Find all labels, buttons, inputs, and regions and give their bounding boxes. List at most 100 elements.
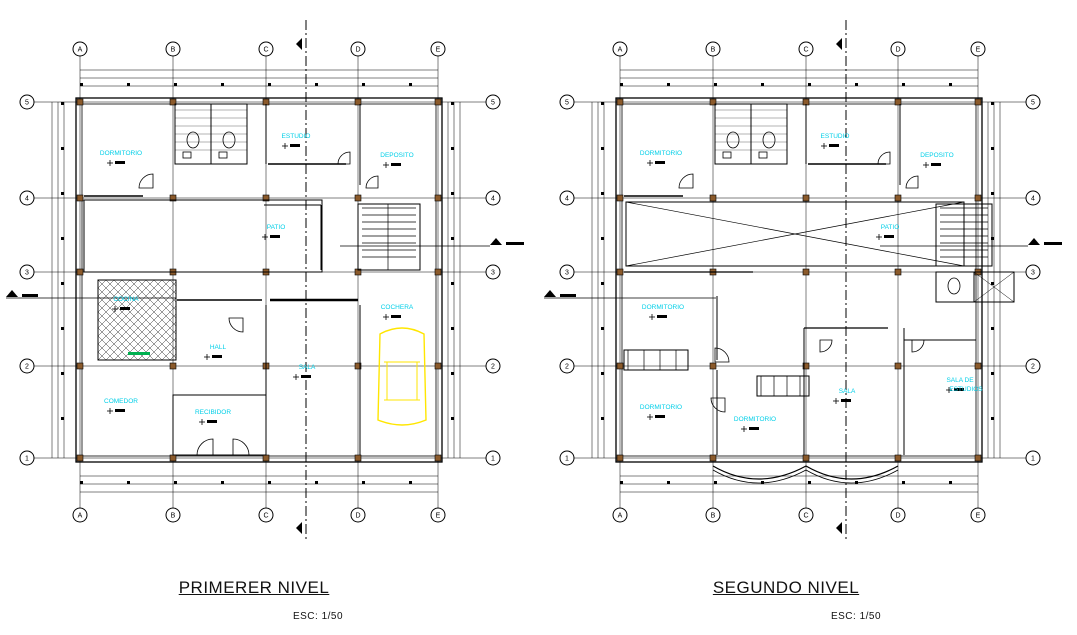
grid-row-right-3-label: 3 xyxy=(1031,270,1035,277)
dimension-tick xyxy=(80,481,83,484)
room-label: COMEDOR xyxy=(104,398,138,405)
car-icon xyxy=(377,327,427,426)
grid-row-left-4-label: 4 xyxy=(565,196,569,203)
dimension-tick xyxy=(601,237,604,240)
hatch-line xyxy=(105,279,177,351)
dimension-tick xyxy=(61,237,64,240)
level-tag xyxy=(22,294,38,297)
grid-row-left-2-label: 2 xyxy=(565,364,569,371)
grid-row-right-3-bubble xyxy=(485,264,501,280)
hatch-line xyxy=(137,279,177,319)
plan-title-second-level: SEGUNDO NIVEL xyxy=(712,578,860,597)
room-label: DEPOSITO xyxy=(920,152,953,159)
level-tag xyxy=(207,420,217,423)
dimension-tick xyxy=(80,83,83,86)
level-tag xyxy=(212,355,222,358)
hatch-line xyxy=(97,279,131,313)
room-label: SALA xyxy=(299,364,316,371)
column xyxy=(434,268,442,276)
grid-column-bottom-B-bubble xyxy=(165,507,181,523)
hatch-line xyxy=(169,279,177,287)
grid-row-right-1-label: 1 xyxy=(491,456,495,463)
column xyxy=(76,268,84,276)
plan-scale-first-level: ESC: 1/50 xyxy=(292,611,344,622)
dimension-tick xyxy=(61,417,64,420)
grid-column-top-C-bubble xyxy=(258,41,274,57)
dimension-tick xyxy=(451,192,454,195)
exterior-wall-inner xyxy=(81,103,437,457)
hatch-line xyxy=(145,329,177,361)
column xyxy=(894,454,902,462)
grid-column-top-B-bubble xyxy=(705,41,721,57)
plan-scale-second-level: ESC: 1/50 xyxy=(830,611,882,622)
sink-icon xyxy=(722,151,732,159)
level-arrow xyxy=(1028,238,1040,245)
curved-balcony-inner xyxy=(712,469,899,484)
level-arrow xyxy=(544,290,556,297)
dimension-tick xyxy=(127,83,130,86)
grid-column-top-B-label: B xyxy=(711,47,716,54)
grid-row-right-2-label: 2 xyxy=(491,364,495,371)
patio-outline xyxy=(83,199,323,273)
hatch-line xyxy=(97,279,139,321)
hatch-line xyxy=(161,345,177,361)
column xyxy=(354,454,362,462)
toilet-icon xyxy=(726,131,740,149)
dimension-tick xyxy=(362,481,365,484)
grid-column-top-D-label: D xyxy=(895,47,900,54)
dimension-tick xyxy=(601,192,604,195)
grid-row-left-3-bubble xyxy=(19,264,35,280)
grid-row-left-1-label: 1 xyxy=(565,456,569,463)
door-swing xyxy=(911,339,925,353)
column xyxy=(802,454,810,462)
column xyxy=(894,362,902,370)
level-tag xyxy=(884,235,894,238)
grid-column-top-E-bubble xyxy=(430,41,446,57)
exterior-wall xyxy=(615,97,983,463)
column xyxy=(974,454,982,462)
room-label: DORMITORIO xyxy=(100,150,142,157)
grid-row-right-5-label: 5 xyxy=(1031,100,1035,107)
grid-row-left-5-bubble xyxy=(19,94,35,110)
grid-column-bottom-A-label: A xyxy=(78,513,83,520)
level-tag xyxy=(749,427,759,430)
column xyxy=(76,362,84,370)
hatch-line xyxy=(153,279,177,303)
grid-column-bottom-E-label: E xyxy=(436,513,441,520)
dimension-tick xyxy=(601,372,604,375)
dimension-tick xyxy=(991,147,994,150)
dimension-tick xyxy=(761,481,764,484)
column xyxy=(802,268,810,276)
hatch-line xyxy=(97,279,107,289)
dimension-tick xyxy=(761,83,764,86)
kitchen-counter xyxy=(97,279,177,361)
sink-icon xyxy=(182,151,192,159)
grid-column-bottom-C-label: C xyxy=(263,513,268,520)
grid-column-top-B-bubble xyxy=(165,41,181,57)
shaft-cross xyxy=(973,271,1015,303)
dimension-tick xyxy=(409,481,412,484)
level-tag xyxy=(655,415,665,418)
grid-column-bottom-D-label: D xyxy=(895,513,900,520)
dimension-tick xyxy=(61,192,64,195)
shaft xyxy=(973,271,1015,303)
grid-row-left-1-bubble xyxy=(559,450,575,466)
grid-row-left-3-label: 3 xyxy=(565,270,569,277)
room-label: DEPOSITO xyxy=(380,152,413,159)
hatch-line xyxy=(161,279,177,295)
grid-column-top-A-bubble xyxy=(612,41,628,57)
column xyxy=(709,98,717,106)
hatch-line xyxy=(113,279,177,343)
recibidor-walls xyxy=(172,394,267,456)
room-label: HALL xyxy=(210,344,227,351)
hatch-line xyxy=(153,337,177,361)
column xyxy=(802,194,810,202)
level-tag xyxy=(115,409,125,412)
dimension-tick xyxy=(991,192,994,195)
grid-column-bottom-E-bubble xyxy=(430,507,446,523)
grid-column-bottom-D-label: D xyxy=(355,513,360,520)
grid-row-right-1-label: 1 xyxy=(1031,456,1035,463)
dimension-tick xyxy=(451,147,454,150)
room-label: SALA xyxy=(839,388,856,395)
